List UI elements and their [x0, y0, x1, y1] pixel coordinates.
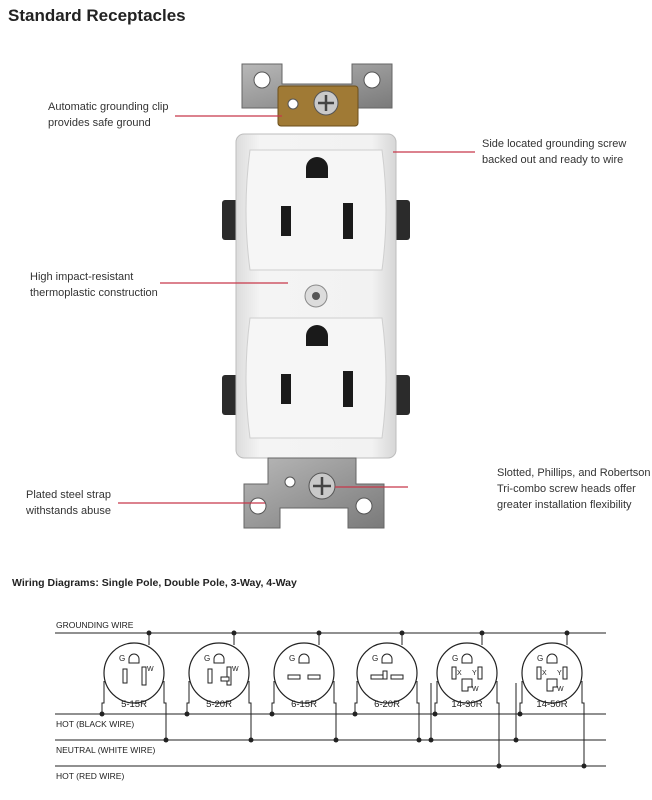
receptacle-label: 5-20R [206, 699, 232, 710]
hot-black-wire-label: HOT (BLACK WIRE) [56, 719, 134, 729]
receptacle-6-15R: G 6-15R [269, 630, 339, 743]
receptacle-label: 6-15R [291, 699, 317, 710]
callout-grounding-clip: Automatic grounding clip provides safe g… [48, 101, 169, 129]
callout-thermoplastic: High impact-resistant thermoplastic cons… [30, 271, 158, 299]
receptacle-label: 14-30R [451, 699, 482, 710]
terminal-letter-w: W [472, 686, 479, 693]
hot-red-wire-label: HOT (RED WIRE) [56, 771, 124, 781]
terminal-letter-w: W [147, 666, 154, 673]
receptacle-illustration [118, 63, 475, 529]
terminal-letter-y: Y [557, 670, 562, 677]
receptacle-5-15R: G W 5-15R [99, 630, 169, 743]
callout-steel-strap: Plated steel strap withstands abuse [26, 489, 111, 517]
terminal-letter-w: W [232, 666, 239, 673]
lower-outlet-face [245, 317, 387, 439]
receptacle-14-50R: GX Y W 14-50R [513, 630, 587, 769]
receptacle-6-20R: G 6-20R [352, 630, 422, 743]
terminal-letter-x: X [457, 670, 462, 677]
wiring-diagrams-title: Wiring Diagrams: Single Pole, Double Pol… [12, 577, 297, 589]
callout-lines [118, 115, 475, 504]
callout-side-screw: Side located grounding screw backed out … [482, 138, 627, 166]
receptacle-label: 14-50R [536, 699, 567, 710]
ground-wire-label: GROUNDING WIRE [56, 620, 134, 630]
terminal-letter-g: G [372, 654, 378, 663]
terminal-letter-w: W [557, 686, 564, 693]
terminal-letter-x: X [542, 670, 547, 677]
top-strap [241, 63, 393, 127]
terminal-letter-g: G [204, 654, 210, 663]
callout-screw-heads: Slotted, Phillips, and Robertson Tri-com… [497, 467, 651, 511]
terminal-letter-g: G [289, 654, 295, 663]
page-title: Standard Receptacles [8, 6, 186, 25]
receptacle-14-30R: GX Y W 14-30R [428, 630, 502, 769]
neutral-wire-label: NEUTRAL (WHITE WIRE) [56, 745, 155, 755]
receptacle-label: 6-20R [374, 699, 400, 710]
terminal-letter-g: G [119, 654, 125, 663]
terminal-letter-y: Y [472, 670, 477, 677]
receptacle-label: 5-15R [121, 699, 147, 710]
terminal-letter-g: G [452, 654, 458, 663]
terminal-letter-g: G [537, 654, 543, 663]
bottom-strap [243, 457, 385, 529]
wiring-diagram: GROUNDING WIRE HOT (BLACK WIRE) NEUTRAL … [55, 620, 606, 781]
receptacle-5-20R: G W 5-20R [184, 630, 254, 743]
upper-outlet-face [245, 149, 387, 271]
